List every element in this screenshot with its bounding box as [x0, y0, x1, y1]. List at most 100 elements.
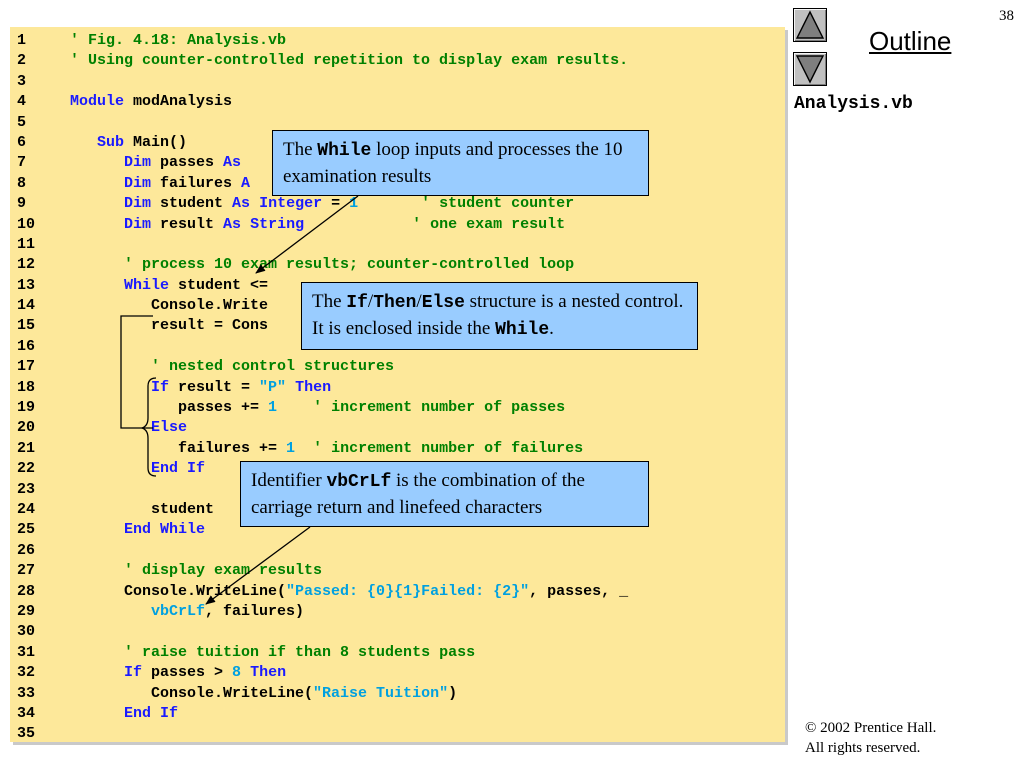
- code-line: 30: [10, 622, 785, 642]
- line-code: Dim student As Integer = 1 ' student cou…: [70, 194, 574, 214]
- code-token: [70, 379, 151, 396]
- code-token: "Raise Tuition": [313, 684, 449, 702]
- line-code: While student <=: [70, 276, 268, 296]
- code-token: ' nested control structures: [151, 358, 395, 376]
- line-number: 20: [17, 419, 36, 437]
- line-code: ' nested control structures: [70, 357, 394, 377]
- previous-slide-button[interactable]: [793, 8, 827, 42]
- code-line: 18 If result = "P" Then: [10, 378, 785, 398]
- code-line: 26: [10, 541, 785, 561]
- line-number: 27: [17, 562, 36, 580]
- callout-text: /: [367, 291, 374, 312]
- code-token: End If: [124, 704, 179, 722]
- line-number: 25: [17, 521, 36, 539]
- line-number: 35: [17, 725, 36, 743]
- code-line: 22 End If: [10, 459, 785, 479]
- code-token: [70, 603, 151, 620]
- callout-code: While: [317, 141, 372, 161]
- copyright-notice: © 2002 Prentice Hall. All rights reserve…: [805, 718, 936, 758]
- outline-link[interactable]: Outline: [869, 26, 952, 56]
- code-token: [70, 277, 124, 294]
- file-title: Analysis.vb: [794, 94, 913, 114]
- code-token: [286, 379, 295, 396]
- code-token: Then: [250, 664, 287, 682]
- line-number: 26: [17, 541, 36, 559]
- code-token: ' raise tuition if than 8 students pass: [124, 643, 476, 661]
- code-token: , passes, _: [529, 582, 629, 600]
- callout-code: vbCrLf: [326, 472, 392, 492]
- triangle-up-icon: [795, 10, 825, 39]
- line-code: Else: [70, 418, 187, 438]
- code-token: [70, 134, 97, 151]
- code-token: [70, 562, 124, 579]
- code-token: ' Fig. 4.18: Analysis.vb: [70, 32, 287, 49]
- next-slide-button[interactable]: [793, 52, 827, 86]
- code-token: A: [241, 174, 251, 192]
- code-token: result: [151, 215, 224, 233]
- code-token: [70, 644, 124, 661]
- code-token: Console.WriteLine(: [70, 684, 314, 702]
- line-number: 32: [17, 664, 36, 682]
- code-line: 16: [10, 337, 785, 357]
- code-token: 1: [286, 439, 296, 457]
- code-token: Main(): [124, 133, 188, 151]
- code-token: ' Using counter-controlled repetition to…: [70, 52, 629, 70]
- code-token: passes: [151, 154, 224, 172]
- code-token: [241, 664, 250, 681]
- line-number: 3: [17, 72, 27, 90]
- code-token: [304, 216, 412, 233]
- line-code: ' Fig. 4.18: Analysis.vb: [70, 31, 286, 51]
- code-token: [70, 358, 151, 375]
- line-number: 11: [17, 235, 36, 253]
- line-code: ' process 10 exam results; counter-contr…: [70, 255, 574, 275]
- code-line: 10 Dim result As String ' one exam resul…: [10, 215, 785, 235]
- callout-text: .: [549, 318, 554, 339]
- code-line: 23: [10, 480, 785, 500]
- code-token: [70, 705, 124, 722]
- code-line: 5: [10, 113, 785, 133]
- line-number: 21: [17, 439, 36, 457]
- line-code: If result = "P" Then: [70, 378, 331, 398]
- code-token: failures: [151, 174, 242, 192]
- line-number: 34: [17, 704, 36, 722]
- line-number: 10: [17, 215, 36, 233]
- callout-text: The: [312, 291, 347, 312]
- code-line: 24 student: [10, 500, 785, 520]
- code-token: "Passed: {0}{1}Failed: {2}": [286, 582, 530, 600]
- line-code: student: [70, 500, 214, 520]
- code-line: 9 Dim student As Integer = 1 ' student c…: [10, 194, 785, 214]
- code-token: , failures): [205, 602, 305, 620]
- line-number: 31: [17, 643, 36, 661]
- line-number: 12: [17, 256, 36, 274]
- vbcrlf-callout: Identifier vbCrLf is the combination of …: [240, 461, 649, 527]
- code-token: [358, 195, 421, 212]
- code-line: 32 If passes > 8 Then: [10, 663, 785, 683]
- code-line: 13 While student <=: [10, 276, 785, 296]
- code-token: vbCrLf: [151, 602, 206, 620]
- code-token: ' process 10 exam results; counter-contr…: [124, 256, 575, 274]
- line-number: 2: [17, 52, 27, 70]
- code-token: [70, 256, 124, 273]
- code-token: As: [232, 195, 251, 213]
- code-token: [70, 419, 151, 436]
- code-token: [70, 664, 124, 681]
- code-line: 29 vbCrLf, failures): [10, 602, 785, 622]
- code-line: 34 End If: [10, 704, 785, 724]
- code-token: 8: [232, 664, 242, 682]
- code-token: [70, 154, 124, 171]
- line-number: 7: [17, 154, 27, 172]
- line-code: Dim passes As: [70, 153, 241, 173]
- code-line: 2 ' Using counter-controlled repetition t…: [10, 51, 785, 71]
- code-token: Integer: [259, 195, 323, 213]
- code-token: End If: [151, 460, 206, 478]
- code-token: End While: [124, 521, 206, 539]
- line-number: 8: [17, 174, 27, 192]
- code-token: If: [124, 664, 143, 682]
- code-token: [241, 216, 250, 233]
- line-code: Dim result As String ' one exam result: [70, 215, 565, 235]
- code-line: 7 Dim passes As: [10, 153, 785, 173]
- callout-text: Identifier: [251, 470, 327, 491]
- code-token: ): [448, 684, 458, 702]
- code-token: Dim: [124, 154, 152, 172]
